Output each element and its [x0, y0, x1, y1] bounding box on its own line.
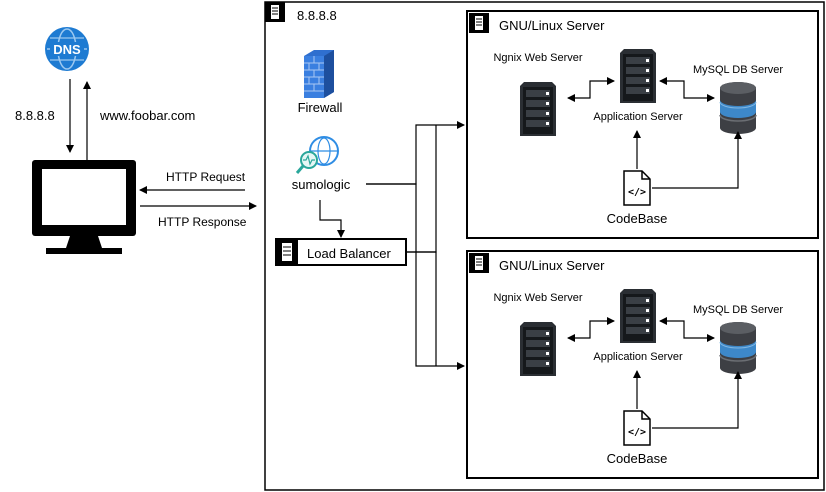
codebase-label: CodeBase [607, 451, 668, 466]
linux-server-title: GNU/Linux Server [499, 18, 605, 33]
firewall-icon [304, 50, 334, 98]
code-file-icon [623, 170, 651, 206]
application-server-label: Application Server [593, 111, 683, 123]
nginx-server-icon [520, 82, 556, 136]
database-icon [719, 321, 757, 375]
monitor-icon [32, 160, 136, 254]
monitoring-to-lb-arrow [319, 200, 345, 238]
nginx-label: Ngnix Web Server [493, 292, 582, 304]
application-server-icon [620, 289, 656, 343]
mysql-label: MySQL DB Server [693, 64, 783, 76]
mysql-label: MySQL DB Server [693, 304, 783, 316]
datacenter-connectors [366, 121, 465, 370]
dns-label: DNS [53, 42, 81, 57]
magnifier-globe-icon [295, 136, 339, 174]
application-server-label: Application Server [593, 351, 683, 363]
server-title-icon [468, 252, 490, 274]
code-file-icon [623, 410, 651, 446]
codebase-label: CodeBase [607, 211, 668, 226]
dns-ip-label: 8.8.8.8 [15, 108, 55, 123]
server-connectors [567, 317, 742, 429]
nginx-label: Ngnix Web Server [493, 52, 582, 64]
server-title-icon [468, 12, 490, 34]
dns-icon: DNS [45, 27, 89, 71]
http-response-label: HTTP Response [158, 215, 247, 229]
domain-label: www.foobar.com [99, 108, 195, 123]
http-request-label: HTTP Request [166, 170, 246, 184]
linux-server-title: GNU/Linux Server [499, 258, 605, 273]
firewall-label: Firewall [298, 100, 343, 115]
load-balancer-label: Load Balancer [307, 246, 392, 261]
application-server-icon [620, 49, 656, 103]
datacenter-container [264, 1, 825, 491]
datacenter-title: 8.8.8.8 [297, 8, 337, 23]
datacenter-server-icon [264, 1, 286, 23]
sumologic-label: sumologic [292, 177, 351, 192]
database-icon [719, 81, 757, 135]
server-connectors [567, 77, 742, 189]
nginx-server-icon [520, 322, 556, 376]
